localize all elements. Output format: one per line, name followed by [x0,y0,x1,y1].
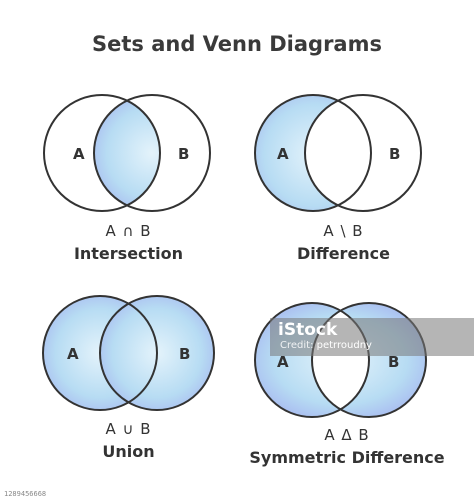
symmetric-difference-notation: A Δ B [324,426,370,444]
difference-diagram: A B [250,90,422,220]
difference-caption: A \ B Difference [225,222,462,263]
set-b-label: B [388,353,399,371]
circle-a [42,295,158,411]
circle-a [254,94,372,212]
set-a-label: A [67,345,79,363]
difference-name: Difference [296,244,391,263]
circle-b [311,302,427,418]
watermark-credit: Credit: petrroudny [280,340,372,351]
watermark-credit-name: petrroudny [316,340,372,351]
union-diagram: A B [42,295,215,411]
stock-id: 1289456668 [4,490,47,498]
page-title: Sets and Venn Diagrams [92,32,382,56]
union-notation: A ∪ B [105,420,152,438]
set-b-label: B [389,145,400,163]
intersection-diagram: A B [43,94,211,212]
intersection-notation: A ∩ B [105,222,152,240]
union-caption: A ∪ B Union [10,420,247,461]
set-a-label: A [277,145,289,163]
intersection-caption: A ∩ B Intersection [10,222,247,263]
circle-b [304,94,422,212]
circle-b [99,295,215,411]
circle-b [93,94,211,212]
union-name: Union [102,442,155,461]
difference-shade [250,90,380,220]
intersection-shade [94,95,160,211]
intersection-name: Intersection [73,244,184,263]
set-b-label: B [178,145,189,163]
set-b-label: B [179,345,190,363]
watermark-banner [270,318,474,356]
difference-notation: A \ B [323,222,364,240]
watermark-brand: iStock [278,320,338,340]
set-a-label: A [277,353,289,371]
circle-a [254,302,370,418]
symmetric-difference-caption: A Δ B Symmetric Difference [220,426,474,467]
circle-a [43,94,161,212]
watermark-credit-label: Credit: [280,340,314,351]
set-a-label: A [73,145,85,163]
symmetric-difference-name: Symmetric Difference [249,448,445,467]
